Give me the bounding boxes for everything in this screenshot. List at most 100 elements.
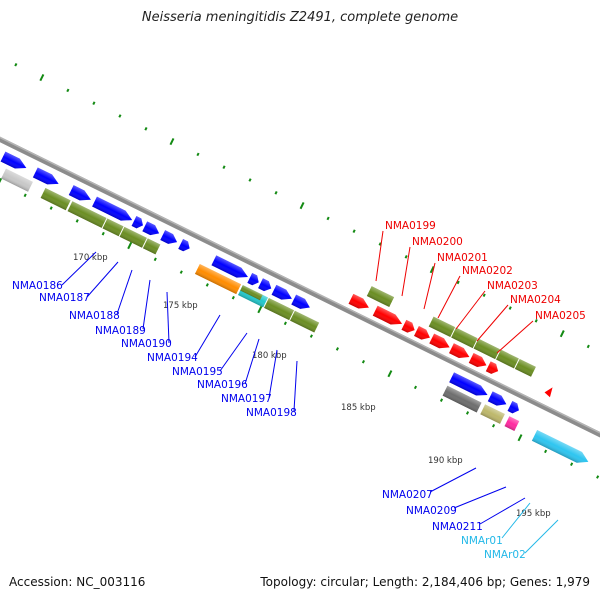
feature-green-reverse[interactable] xyxy=(473,338,500,360)
feature-green-reverse[interactable] xyxy=(496,349,519,369)
gene-label[interactable]: NMA0200 xyxy=(412,236,463,248)
inner-tick-mark xyxy=(413,385,418,390)
cds-forward-blue[interactable] xyxy=(142,221,161,238)
gene-label[interactable]: NMA0195 xyxy=(172,366,223,378)
gene-label[interactable]: NMA0188 xyxy=(69,310,120,322)
inner-tick-mark xyxy=(335,347,339,351)
gene-label[interactable]: NMA0198 xyxy=(246,407,297,419)
cds-forward-blue[interactable] xyxy=(211,255,250,282)
cds-forward-blue[interactable] xyxy=(487,391,509,409)
feature-green[interactable] xyxy=(67,201,107,228)
cds-forward-blue[interactable] xyxy=(507,401,522,415)
feature-dark-gray[interactable] xyxy=(442,385,482,413)
cds-reverse-red[interactable] xyxy=(372,305,405,329)
gene-label[interactable]: NMA0187 xyxy=(39,292,90,304)
cds-forward-blue[interactable] xyxy=(68,185,94,205)
gene-label[interactable]: NMA0197 xyxy=(221,393,272,405)
gene-label[interactable]: NMA0202 xyxy=(462,265,513,277)
outer-tick-mark xyxy=(404,255,408,259)
inner-tick-mark xyxy=(49,206,53,210)
feature-green[interactable] xyxy=(240,285,263,301)
cds-reverse-red[interactable] xyxy=(401,319,417,335)
cds-forward-blue[interactable] xyxy=(258,278,274,293)
outer-tick-mark xyxy=(534,319,538,323)
feature-orange[interactable] xyxy=(194,263,242,295)
feature-green-reverse[interactable] xyxy=(428,316,456,338)
inner-tick-mark xyxy=(127,242,133,250)
inner-tick-mark xyxy=(179,270,183,274)
gene-label[interactable]: NMA0211 xyxy=(432,521,483,533)
cds-forward-blue[interactable] xyxy=(291,294,312,313)
outer-tick-mark xyxy=(508,306,512,310)
gene-label-leader-line xyxy=(429,467,477,493)
gene-label-leader-line xyxy=(437,275,461,319)
feature-green[interactable] xyxy=(102,218,124,237)
scale-tick-label: 190 kbp xyxy=(428,456,463,466)
gene-label-leader-line xyxy=(194,314,221,358)
gene-label[interactable]: NMA0207 xyxy=(382,489,433,501)
inner-tick-mark xyxy=(0,178,3,186)
feature-green[interactable] xyxy=(142,238,161,255)
cds-forward-blue[interactable] xyxy=(247,273,261,287)
cds-forward-blue[interactable] xyxy=(131,216,146,230)
gene-label[interactable]: NMA0204 xyxy=(510,294,561,306)
cds-forward-blue[interactable] xyxy=(271,284,295,304)
gene-label-leader-line xyxy=(524,519,559,554)
feature-magenta[interactable] xyxy=(504,416,520,431)
feature-silver[interactable] xyxy=(1,168,33,192)
gene-label[interactable]: NMA0196 xyxy=(197,379,248,391)
gene-label[interactable]: NMA0189 xyxy=(95,325,146,337)
gene-label[interactable]: NMA0203 xyxy=(487,280,538,292)
feature-green[interactable] xyxy=(119,226,147,248)
gene-label[interactable]: NMA0201 xyxy=(437,252,488,264)
origin-marker-icon xyxy=(544,387,553,398)
cds-reverse-red[interactable] xyxy=(348,293,372,313)
inner-tick-mark xyxy=(439,398,444,402)
genome-backbone-highlight xyxy=(0,119,600,475)
gene-label[interactable]: NMAr02 xyxy=(484,549,526,561)
feature-green-reverse[interactable] xyxy=(366,286,395,308)
gene-label[interactable]: NMA0205 xyxy=(535,310,586,322)
cds-reverse-red[interactable] xyxy=(414,326,432,342)
feature-khaki[interactable] xyxy=(480,404,505,424)
cds-forward-blue[interactable] xyxy=(160,230,179,247)
feature-green-reverse[interactable] xyxy=(514,358,536,377)
gene-label-leader-line xyxy=(116,269,133,315)
gene-label-leader-line xyxy=(268,349,278,399)
inner-tick-mark xyxy=(361,359,365,364)
cds-reverse-red[interactable] xyxy=(485,361,501,376)
cds-reverse-red[interactable] xyxy=(468,352,489,370)
feature-green-reverse[interactable] xyxy=(451,327,478,349)
cds-forward-blue[interactable] xyxy=(449,372,490,400)
cds-reverse-red[interactable] xyxy=(429,333,452,353)
gene-label[interactable]: NMAr01 xyxy=(461,535,503,547)
outer-tick-mark xyxy=(144,126,148,131)
gene-label[interactable]: NMA0199 xyxy=(385,220,436,232)
inner-tick-mark xyxy=(153,257,157,262)
cds-reverse-red[interactable] xyxy=(449,343,472,362)
gene-label[interactable]: NMA0209 xyxy=(406,505,457,517)
gene-label[interactable]: NMA0186 xyxy=(12,280,63,292)
outer-tick-row xyxy=(14,62,590,349)
feature-green[interactable] xyxy=(264,297,295,321)
scale-tick-label: 195 kbp xyxy=(516,509,551,519)
gene-label[interactable]: NMA0190 xyxy=(121,338,172,350)
rna-feature[interactable] xyxy=(531,429,591,467)
cds-forward-blue[interactable] xyxy=(178,239,192,253)
cds-forward-blue[interactable] xyxy=(92,196,135,225)
cds-forward-blue[interactable] xyxy=(0,151,29,173)
gene-label-leader-line xyxy=(479,497,526,525)
feature-green[interactable] xyxy=(40,188,71,211)
gene-label-leader-line xyxy=(455,290,486,330)
outer-tick-mark xyxy=(586,344,590,349)
outer-tick-mark xyxy=(66,88,70,93)
gene-label-leader-line xyxy=(401,246,411,297)
gene-label[interactable]: NMA0194 xyxy=(147,352,198,364)
inner-tick-mark xyxy=(387,370,393,378)
gene-label-leader-line xyxy=(496,320,534,354)
feature-layer xyxy=(0,151,591,467)
genome-backbone xyxy=(0,119,600,478)
feature-green[interactable] xyxy=(290,310,320,333)
cds-forward-blue[interactable] xyxy=(32,167,61,188)
